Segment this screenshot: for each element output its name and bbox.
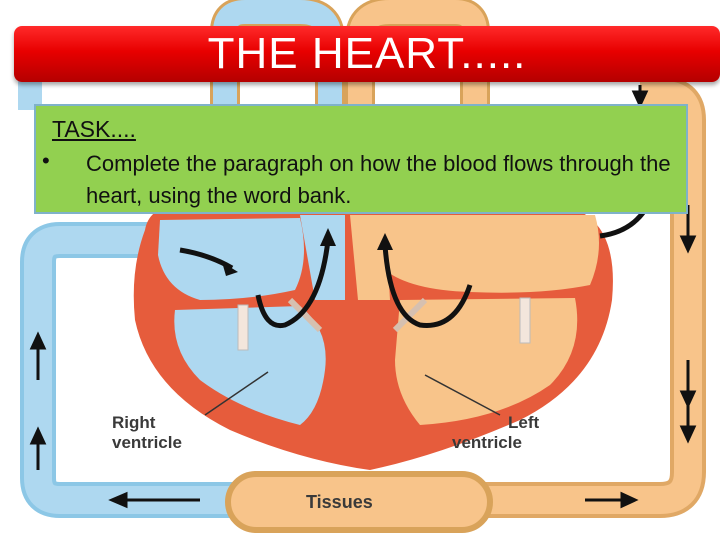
right-ventricle-label-line2: ventricle <box>112 433 182 452</box>
left-ventricle-chamber <box>395 298 578 425</box>
right-ventricle-chamber <box>174 306 326 425</box>
tissues-label: Tissues <box>306 492 373 512</box>
tricuspid-valve <box>237 304 249 351</box>
mitral-valve <box>519 297 531 344</box>
task-instruction: Complete the paragraph on how the blood … <box>86 151 671 208</box>
tissues-capsule <box>225 471 493 533</box>
pulmonary-trunk <box>300 215 345 300</box>
pulmonary-valve <box>287 297 323 333</box>
right-vessel-arrows <box>585 85 697 509</box>
left-vessel-arrows <box>29 331 200 509</box>
right-ventricle-label-line1: Right <box>112 413 156 432</box>
arrowhead-aorta <box>377 233 393 250</box>
title-banner: THE HEART..... <box>14 26 720 82</box>
bullet-icon: • <box>42 148 50 173</box>
left-atrium <box>380 215 599 293</box>
flow-arrow-pulmonary <box>255 239 331 329</box>
right-ventricle-pointer <box>204 371 269 416</box>
flow-arrow-aorta <box>382 244 473 328</box>
arrowhead-right-atrium <box>222 262 238 276</box>
task-box: TASK.... • Complete the paragraph on how… <box>34 104 688 214</box>
aorta <box>350 215 390 300</box>
left-ventricle-pointer <box>424 374 501 416</box>
right-atrium <box>158 218 304 300</box>
left-ventricle-label-line2: ventricle <box>452 433 522 452</box>
left-ventricle-label-line1: Left <box>508 413 540 432</box>
task-heading: TASK.... <box>52 116 136 142</box>
slide-title: THE HEART..... <box>207 29 527 78</box>
aortic-valve <box>392 297 428 333</box>
arrowhead-pulmonary <box>320 228 336 246</box>
